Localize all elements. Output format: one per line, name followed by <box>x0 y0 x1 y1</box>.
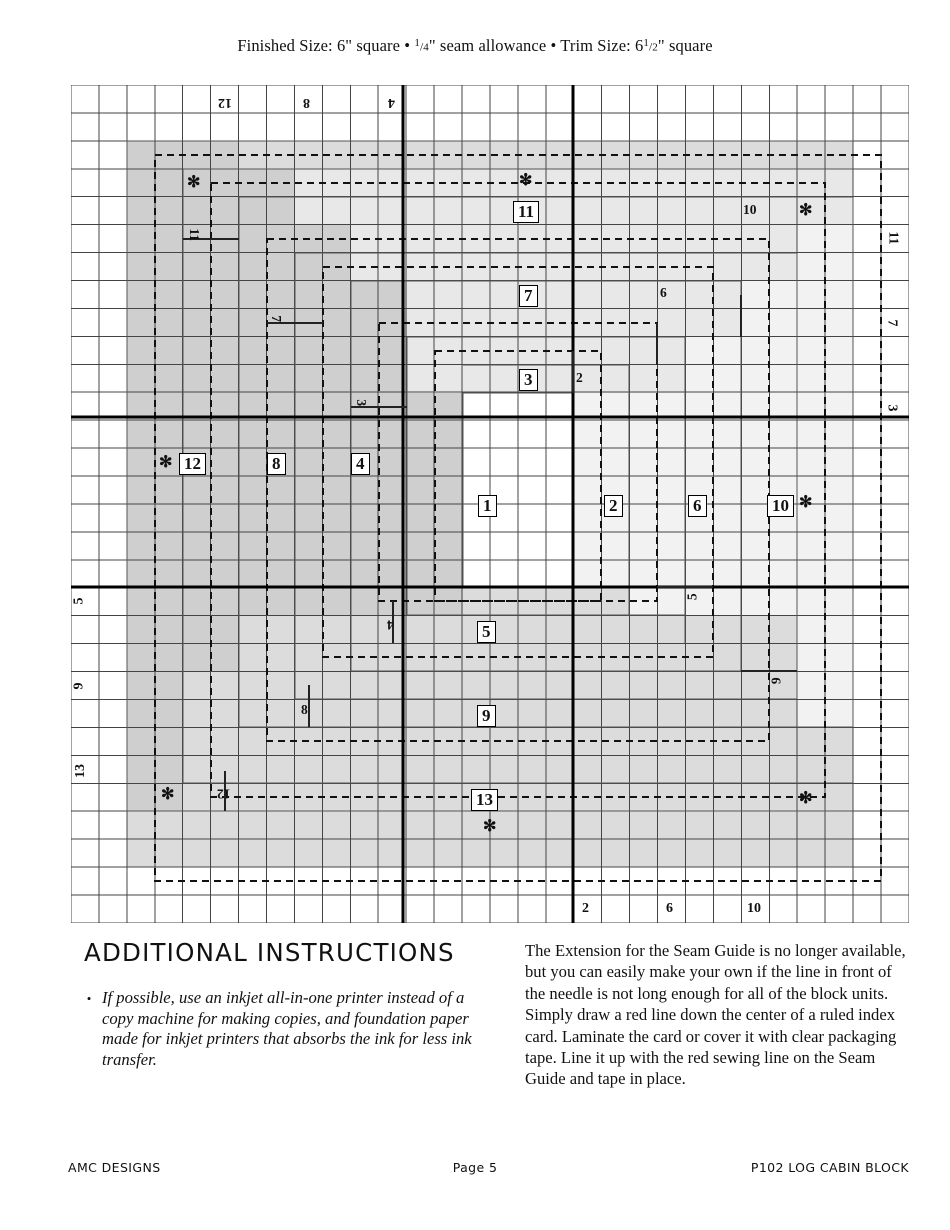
inner-label-11: 11 <box>187 228 203 242</box>
piece-number-2: 2 <box>604 495 623 517</box>
fraction-numerator: 1 <box>414 37 420 50</box>
instruction-bullet-item: • If possible, use an inkjet all-in-one … <box>76 988 496 1070</box>
piece-number-1: 1 <box>478 495 497 517</box>
piece-number-4: 4 <box>351 453 370 475</box>
seam-guide-paragraph: The Extension for the Seam Guide is no l… <box>525 941 906 1089</box>
fraction-denominator: 4 <box>423 42 429 54</box>
piece-number-11: 11 <box>513 201 540 223</box>
edge-label-top-4: 4 <box>388 95 395 110</box>
asterisk-marker-top-left: ✻ <box>187 174 201 191</box>
asterisk-marker-bottom-left: ✻ <box>161 786 175 803</box>
edge-label-bottom-6: 6 <box>666 901 673 916</box>
edge-label-bottom-2: 2 <box>582 901 589 916</box>
edge-label-right-7: 7 <box>884 319 900 327</box>
footer-page-number: Page 5 <box>452 1160 498 1175</box>
bullet-glyph: • <box>86 991 92 1006</box>
inner-label-9: 9 <box>768 677 784 685</box>
edge-label-left-9: 9 <box>71 682 87 690</box>
header-middle: " seam allowance • Trim Size: 6 <box>428 36 644 55</box>
trim-denominator: 2 <box>652 42 658 54</box>
asterisk-marker-top-center: ✻ <box>519 172 533 189</box>
seam-allowance-fraction: 1/4 <box>414 37 429 54</box>
page-footer: AMC DESIGNS Page 5 P102 LOG CABIN BLOCK <box>0 1160 950 1180</box>
edge-label-bottom-10: 10 <box>747 901 761 916</box>
trim-size-fraction: 1/2 <box>643 37 658 54</box>
piece-number-9: 9 <box>477 705 496 727</box>
edge-label-left-13: 13 <box>73 764 88 778</box>
pattern-svg <box>71 85 909 923</box>
instruction-bullet-text: If possible, use an inkjet all-in-one pr… <box>102 988 472 1069</box>
inner-label-7: 7 <box>269 315 285 323</box>
header-prefix: Finished Size: 6" square • <box>237 36 415 55</box>
inner-label-3: 3 <box>354 399 370 407</box>
edge-label-left-5: 5 <box>71 597 87 605</box>
inner-label-10: 10 <box>743 202 757 217</box>
inner-label-12: 12 <box>217 786 231 802</box>
trim-numerator: 1 <box>643 37 649 50</box>
asterisk-marker-bottom-right: ✻ <box>799 790 813 807</box>
footer-company: AMC DESIGNS <box>68 1160 161 1175</box>
piece-number-13: 13 <box>471 789 498 811</box>
edge-label-right-11: 11 <box>885 231 901 245</box>
inner-label-5: 5 <box>684 593 700 601</box>
piece-number-7: 7 <box>519 285 538 307</box>
piece-number-12: 12 <box>179 453 206 475</box>
asterisk-marker-right-middle: ✻ <box>799 494 813 511</box>
inner-label-6: 6 <box>660 285 667 300</box>
log-cabin-pattern-diagram: 12 8 4 11 7 3 5 9 13 2 6 10 1 2 3 4 5 6 … <box>71 85 909 923</box>
heavy-registration-lines <box>71 85 909 923</box>
piece-number-3: 3 <box>519 369 538 391</box>
asterisk-marker-top-right: ✻ <box>799 202 813 219</box>
edge-label-top-8: 8 <box>303 95 310 110</box>
edge-label-top-12: 12 <box>218 95 232 110</box>
additional-instructions-heading: ADDITIONAL INSTRUCTIONS <box>84 938 455 967</box>
footer-pattern-id: P102 LOG CABIN BLOCK <box>750 1160 909 1175</box>
inner-label-8: 8 <box>301 702 308 717</box>
piece-number-8: 8 <box>267 453 286 475</box>
piece-number-10: 10 <box>767 495 794 517</box>
edge-label-right-3: 3 <box>884 404 900 412</box>
piece-number-6: 6 <box>688 495 707 517</box>
piece-number-5: 5 <box>477 621 496 643</box>
inner-label-2: 2 <box>576 370 583 385</box>
inner-label-4: 4 <box>387 617 394 633</box>
tick-marks <box>183 238 797 811</box>
header-suffix: " square <box>657 36 713 55</box>
page-title: Finished Size: 6" square • 1/4" seam all… <box>0 36 950 56</box>
asterisk-marker-bottom-center: ✻ <box>483 818 497 835</box>
dashed-seam-allowance-lines <box>154 154 882 882</box>
asterisk-marker-left-middle: ✻ <box>159 454 173 471</box>
